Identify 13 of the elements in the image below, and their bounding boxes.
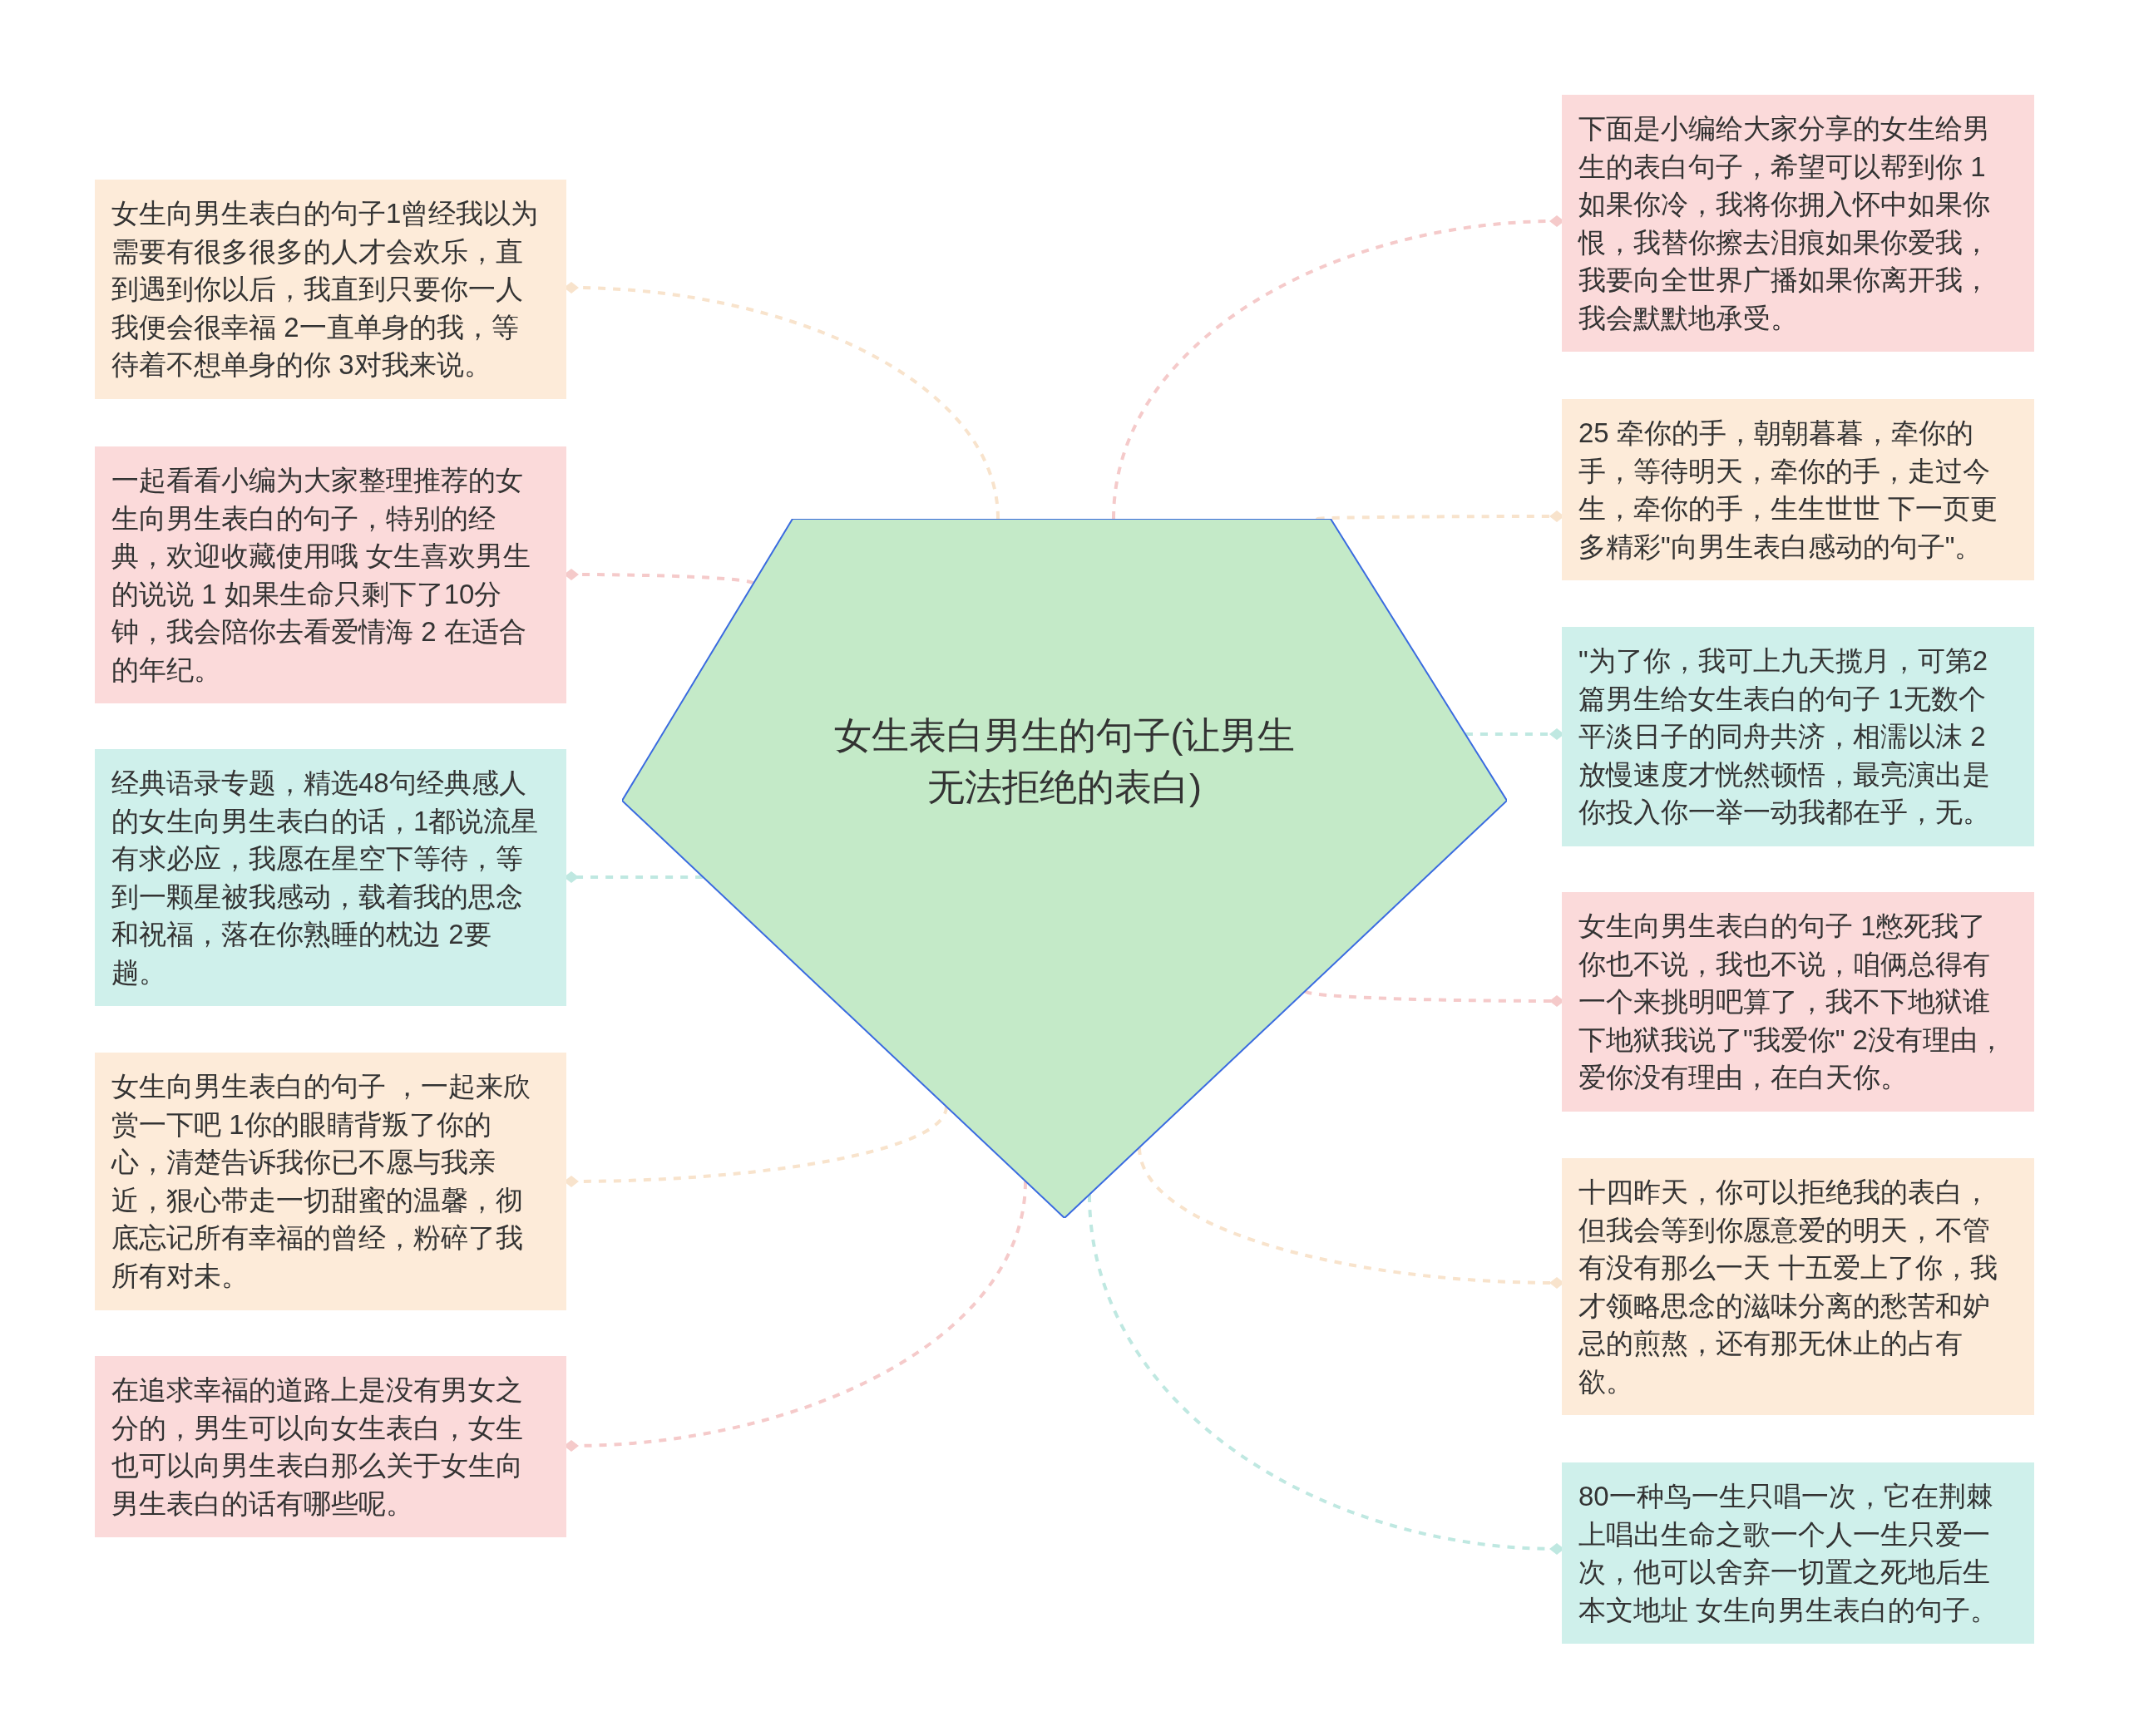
text-card: 经典语录专题，精选48句经典感人的女生向男生表白的话，1都说流星有求必应，我愿在星空下等待，等到一颗星被我感动，载着我的思念和祝福，落在你熟睡的枕边 2要趟。 xyxy=(95,749,566,1006)
text-card: 女生向男生表白的句子 ，一起来欣赏一下吧 1你的眼睛背叛了你的心，清楚告诉我你已不愿与我亲近，狠心带走一切甜蜜的温馨，彻底忘记所有幸福的曾经，粉碎了我所有对未。 xyxy=(95,1053,566,1310)
text-card: 在追求幸福的道路上是没有男女之分的，男生可以向女生表白，女生也可以向男生表白那么关于女生向男生表白的话有哪些呢。 xyxy=(95,1356,566,1537)
text-card: 25 牵你的手，朝朝暮暮，牵你的手，等待明天，牵你的手，走过今生，牵你的手，生生世世 下一页更多精彩"向男生表白感动的句子"。 xyxy=(1562,399,2034,580)
text-card: 80一种鸟一生只唱一次，它在荆棘上唱出生命之歌一个人一生只爱一次，他可以舍弃一切置之死地后生本文地址 女生向男生表白的句子。 xyxy=(1562,1462,2034,1644)
text-card: 下面是小编给大家分享的女生给男生的表白句子，希望可以帮到你 1如果你冷，我将你拥入怀中如果你恨，我替你擦去泪痕如果你爱我，我要向全世界广播如果你离开我，我会默默地承受。 xyxy=(1562,95,2034,352)
topic-text: 女生表白男生的句子(让男生无法拒绝的表白) xyxy=(832,713,1297,810)
text-card: "为了你，我可上九天揽月，可第2篇男生给女生表白的句子 1无数个平淡日子的同舟共济，相濡以沫 2放慢速度才恍然顿悟，最亮演出是你投入你一举一动我都在乎，无。 xyxy=(1562,627,2034,846)
text-card: 十四昨天，你可以拒绝我的表白，但我会等到你愿意爱的明天，不管有没有那么一天 十五爱上了你，我才领略思念的滋味分离的愁苦和妒忌的煎熬，还有那无休止的占有欲。 xyxy=(1562,1158,2034,1415)
text-card: 女生向男生表白的句子1曾经我以为需要有很多很多的人才会欢乐，直到遇到你以后，我直到只要你一人我便会很幸福 2一直单身的我，等待着不想单身的你 3对我来说。 xyxy=(95,180,566,399)
text-card: 一起看看小编为大家整理推荐的女生向男生表白的句子，特别的经典，欢迎收藏使用哦 女生喜欢男生的说说 1 如果生命只剩下了10分钟，我会陪你去看爱情海 2 在适合的年纪。 xyxy=(95,446,566,703)
pentagon-node xyxy=(622,519,1507,1218)
text-card: 女生向男生表白的句子 1憋死我了你也不说，我也不说，咱俩总得有一个来挑明吧算了，我不下地狱谁下地狱我说了"我爱你" 2没有理由，爱你没有理由，在白天你。 xyxy=(1562,892,2034,1112)
